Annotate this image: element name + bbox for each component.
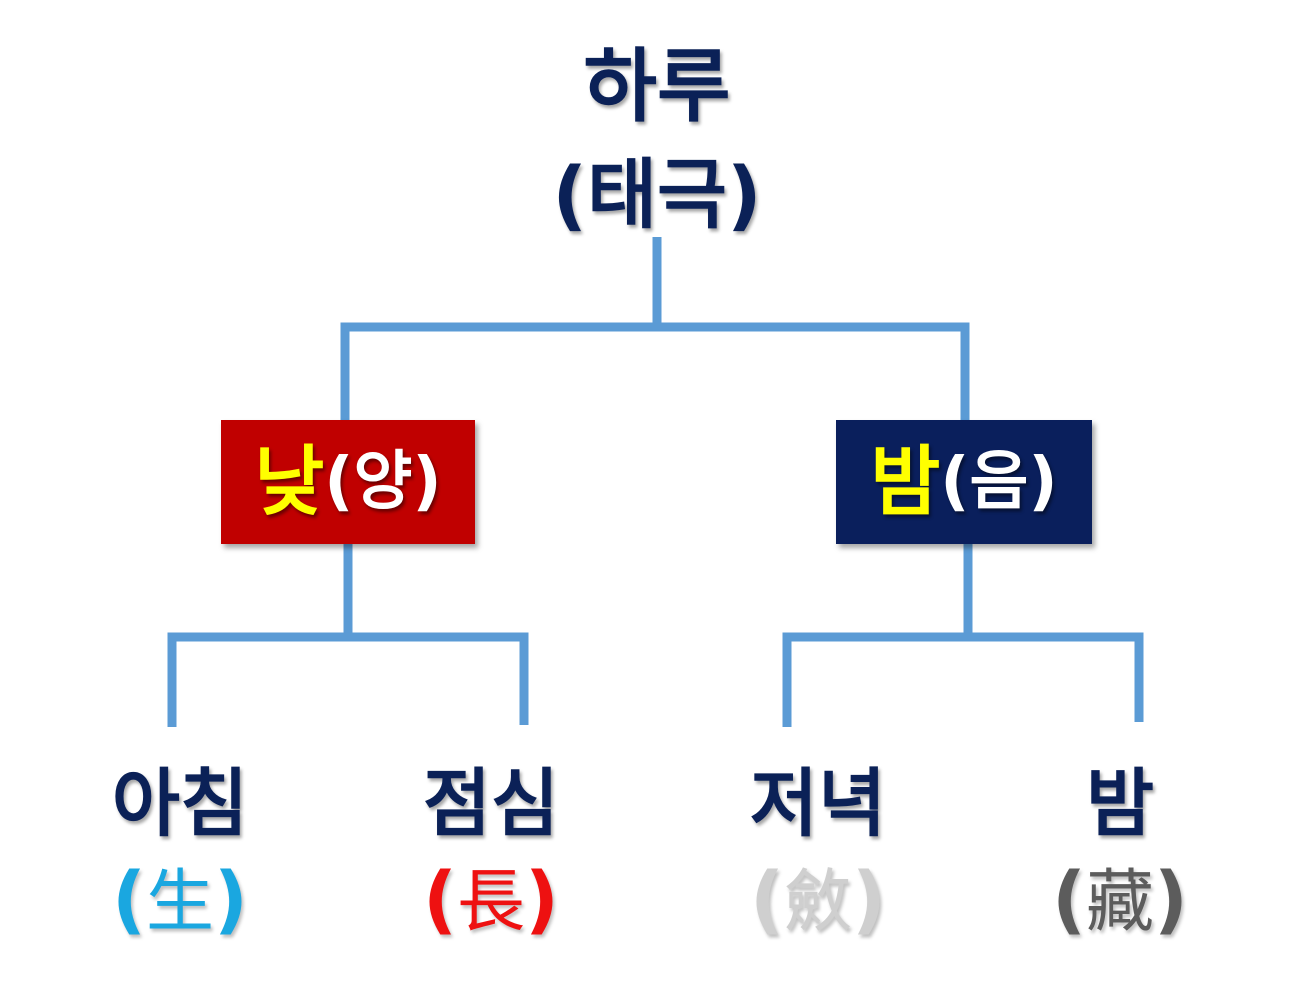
paren-close: ) bbox=[852, 857, 886, 943]
paren-close: ) bbox=[214, 857, 248, 943]
hanja-evening: (斂) bbox=[683, 858, 953, 945]
leaf-noon: 점심 bbox=[422, 761, 560, 847]
root-connector bbox=[340, 237, 970, 420]
paren-open: ( bbox=[112, 857, 146, 943]
yang-box: 낮(양) bbox=[221, 420, 475, 544]
yang-connector bbox=[167, 544, 529, 727]
hanja-char: 斂 bbox=[783, 863, 852, 942]
paren-close: ) bbox=[525, 857, 559, 943]
hanja-char: 藏 bbox=[1085, 863, 1154, 942]
hanja-noon: (長) bbox=[356, 858, 626, 945]
leaf-evening: 저녁 bbox=[749, 761, 887, 847]
hanja-char: 生 bbox=[145, 863, 214, 942]
hanja-char: 長 bbox=[456, 863, 525, 942]
paren-open: ( bbox=[1052, 857, 1086, 943]
yin-connector bbox=[782, 544, 1144, 727]
hanja-night: (藏) bbox=[985, 858, 1255, 945]
yang-label: 낮 bbox=[254, 437, 325, 526]
yang-sub-label: (양) bbox=[324, 445, 442, 519]
root-subtitle: (태극) bbox=[552, 150, 762, 239]
leaf-morning: 아침 bbox=[111, 761, 249, 847]
yin-label: 밤 bbox=[870, 437, 941, 526]
yin-box: 밤(음) bbox=[836, 420, 1092, 544]
yin-sub-label: (음) bbox=[940, 445, 1058, 519]
paren-close: ) bbox=[1154, 857, 1188, 943]
paren-open: ( bbox=[423, 857, 457, 943]
paren-open: ( bbox=[750, 857, 784, 943]
root-title: 하루 bbox=[583, 40, 731, 133]
leaf-night: 밤 bbox=[1085, 761, 1155, 847]
hanja-morning: (生) bbox=[45, 858, 315, 945]
